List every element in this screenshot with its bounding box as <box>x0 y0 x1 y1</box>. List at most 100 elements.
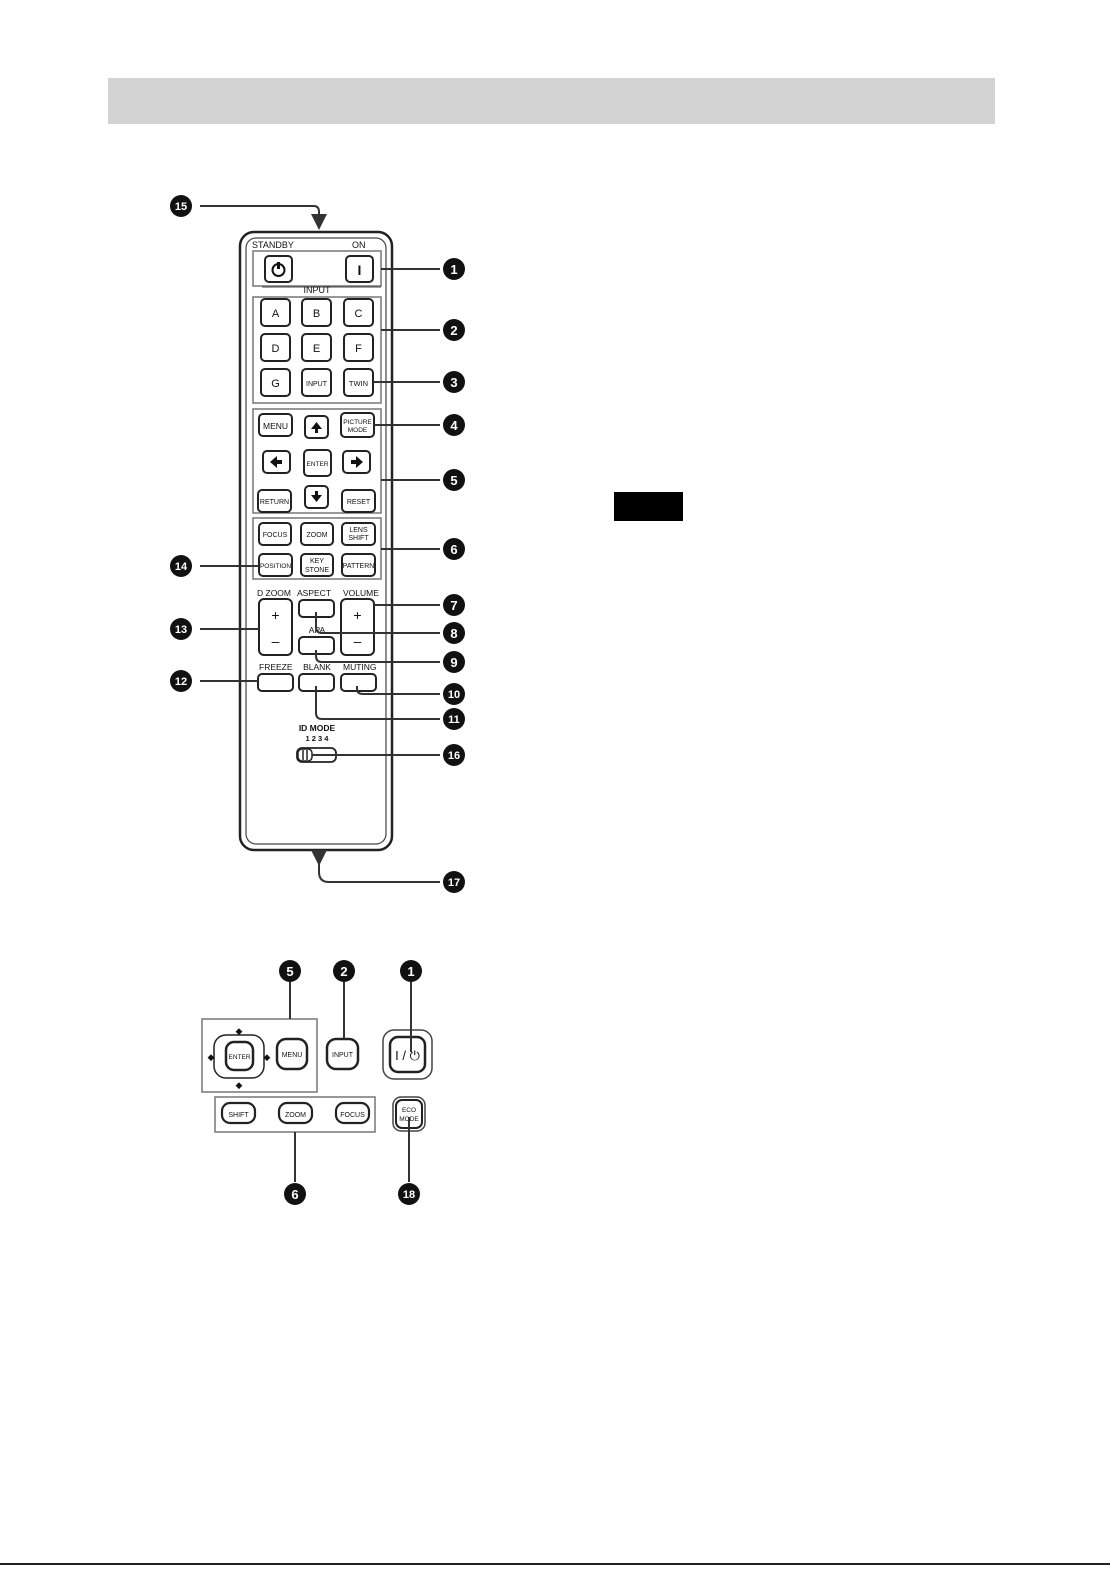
svg-text:ZOOM: ZOOM <box>285 1112 306 1119</box>
freeze-label: FREEZE <box>259 662 293 672</box>
position-button[interactable]: POSITION <box>258 553 293 577</box>
svg-text:TWIN: TWIN <box>349 379 368 388</box>
input-d-button[interactable]: D <box>260 333 291 362</box>
keystone-button[interactable]: KEY STONE <box>300 553 334 577</box>
svg-text:ENTER: ENTER <box>228 1054 250 1061</box>
down-arrow-button[interactable] <box>304 485 329 509</box>
svg-text:INPUT: INPUT <box>332 1052 354 1059</box>
arrow-down-icon <box>311 491 322 502</box>
callout-2: 2 <box>443 319 465 341</box>
panel-callout-5: 5 <box>279 960 301 982</box>
panel-down-icon: ◆ <box>236 1080 243 1090</box>
svg-text:2: 2 <box>450 323 457 338</box>
volume-rocker[interactable]: + – <box>340 598 375 656</box>
focus-button[interactable]: FOCUS <box>258 522 292 546</box>
panel-input-button[interactable]: INPUT <box>325 1037 360 1071</box>
input-f-button[interactable]: F <box>343 333 374 362</box>
input-b-button[interactable]: B <box>301 298 332 327</box>
enter-button[interactable]: ENTER <box>303 449 332 477</box>
d-zoom-minus: – <box>272 633 280 649</box>
panel-callout-18: 18 <box>398 1183 420 1205</box>
svg-text:5: 5 <box>286 964 293 979</box>
lens-shift-button[interactable]: LENS SHIFT <box>341 522 376 546</box>
svg-text:E: E <box>313 343 320 355</box>
page-bottom-line <box>0 1563 1110 1565</box>
input-c-button[interactable]: C <box>343 298 374 327</box>
reset-button[interactable]: RESET <box>341 489 376 513</box>
return-button[interactable]: RETURN <box>257 489 292 513</box>
svg-text:1: 1 <box>450 262 457 277</box>
pattern-button[interactable]: PATTERN <box>341 553 376 577</box>
svg-text:12: 12 <box>175 676 187 688</box>
svg-text:13: 13 <box>175 624 187 636</box>
svg-text:14: 14 <box>175 561 188 573</box>
twin-button[interactable]: TWIN <box>343 368 374 397</box>
svg-text:15: 15 <box>175 201 187 213</box>
svg-text:KEY: KEY <box>310 558 324 565</box>
panel-zoom-button[interactable]: ZOOM <box>277 1101 314 1125</box>
panel-eco-mode-button[interactable]: ECO MODE <box>392 1096 426 1132</box>
panel-focus-button[interactable]: FOCUS <box>334 1101 371 1125</box>
svg-text:ENTER: ENTER <box>306 461 328 468</box>
up-arrow-button[interactable] <box>304 415 329 439</box>
volume-minus: – <box>354 633 362 649</box>
svg-text:18: 18 <box>403 1189 415 1201</box>
panel-power-button[interactable]: I / ⏻ <box>382 1029 433 1080</box>
callout-4: 4 <box>443 414 465 436</box>
freeze-button[interactable] <box>257 673 294 692</box>
left-arrow-button[interactable] <box>262 450 291 474</box>
muting-button[interactable] <box>340 673 377 692</box>
svg-text:C: C <box>355 308 363 320</box>
right-arrow-button[interactable] <box>342 450 371 474</box>
callout-6: 6 <box>443 538 465 560</box>
svg-text:FOCUS: FOCUS <box>340 1112 365 1119</box>
svg-text:6: 6 <box>450 542 457 557</box>
d-zoom-plus: + <box>271 607 279 623</box>
arrow-up-icon <box>311 422 322 433</box>
on-button[interactable]: I <box>345 255 374 283</box>
svg-text:8: 8 <box>450 626 457 641</box>
input-a-button[interactable]: A <box>260 298 291 327</box>
projector-control-panel: ◆ ◆ ◆ ◆ ENTER MENU INPUT I / ⏻ SHIFT <box>201 1018 433 1133</box>
svg-text:PATTERN: PATTERN <box>343 563 375 570</box>
panel-shift-button[interactable]: SHIFT <box>220 1101 257 1125</box>
panel-callout-6: 6 <box>284 1183 306 1205</box>
d-zoom-rocker[interactable]: + – <box>258 598 293 656</box>
leader-lines-panel <box>289 982 412 1182</box>
panel-enter-button[interactable]: ENTER <box>224 1040 255 1072</box>
callout-13: 13 <box>170 618 192 640</box>
callout-16: 16 <box>443 744 465 766</box>
picture-mode-button[interactable]: PICTURE MODE <box>340 412 375 438</box>
svg-text:ECO: ECO <box>402 1107 416 1114</box>
menu-button[interactable]: MENU <box>258 413 293 437</box>
panel-menu-button[interactable]: MENU <box>275 1037 309 1071</box>
input-g-button[interactable]: G <box>260 368 291 397</box>
svg-text:SHIFT: SHIFT <box>348 535 369 542</box>
on-symbol: I <box>358 262 362 278</box>
svg-text:G: G <box>271 378 280 390</box>
callout-9: 9 <box>443 651 465 673</box>
svg-text:MENU: MENU <box>282 1052 303 1059</box>
svg-text:SHIFT: SHIFT <box>228 1112 249 1119</box>
remote-commander: STANDBY ON I INPUT A B C D E F G INPUT T… <box>238 230 394 852</box>
input-e-button[interactable]: E <box>301 333 332 362</box>
power-icon <box>277 262 280 269</box>
svg-text:D: D <box>272 343 280 355</box>
svg-text:9: 9 <box>450 655 457 670</box>
standby-button[interactable] <box>264 255 293 283</box>
id-mode-label: ID MODE <box>299 723 336 733</box>
volume-plus: + <box>353 607 361 623</box>
svg-text:7: 7 <box>450 598 457 613</box>
callout-15: 15 <box>170 195 192 217</box>
callout-8: 8 <box>443 622 465 644</box>
svg-text:INPUT: INPUT <box>306 381 328 388</box>
input-button[interactable]: INPUT <box>301 368 332 397</box>
arrow-right-icon <box>351 456 363 468</box>
zoom-button[interactable]: ZOOM <box>300 522 334 546</box>
svg-text:6: 6 <box>291 1187 298 1202</box>
callout-17: 17 <box>443 871 465 893</box>
svg-text:FOCUS: FOCUS <box>263 532 288 539</box>
svg-text:MENU: MENU <box>263 421 288 431</box>
callout-14: 14 <box>170 555 192 577</box>
